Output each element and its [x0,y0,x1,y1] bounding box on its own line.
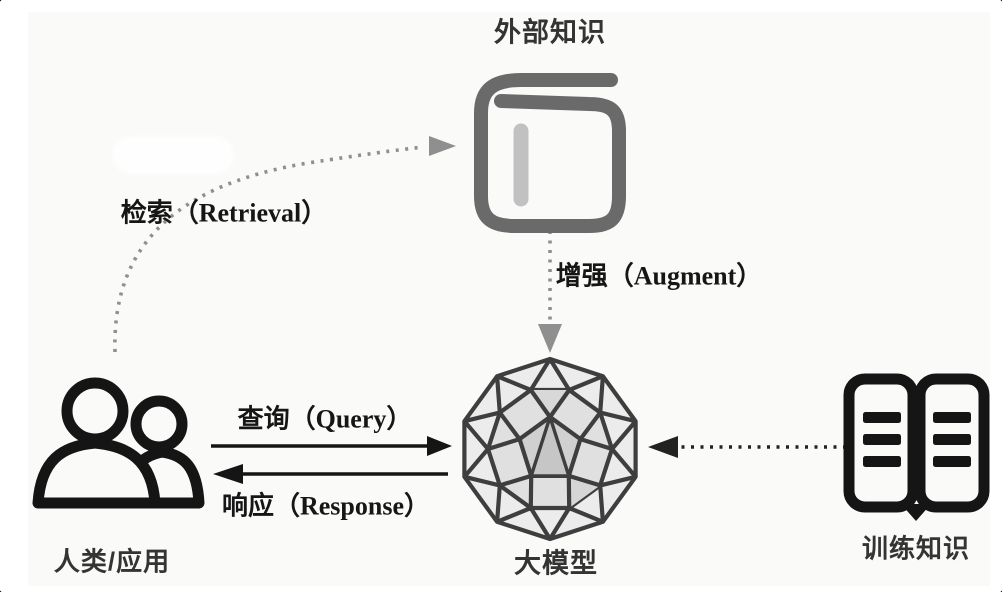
geodesic-sphere-icon [462,356,638,542]
query-arrow [211,436,452,456]
response-arrow [213,464,448,484]
retrieval-edge-label: 检索（Retrieval） [120,198,328,228]
closed-book-icon [474,73,626,233]
open-book-icon [843,373,990,521]
two-people-icon [32,377,205,509]
query-edge-label: 查询（Query） [237,404,413,434]
human-application-label: 人类/应用 [53,546,171,577]
training-arrow [648,436,846,458]
training-knowledge-label: 训练知识 [861,533,971,564]
response-edge-label: 响应（Response） [221,491,431,521]
retrieval-arrow [113,136,456,353]
large-model-label: 大模型 [514,548,598,579]
augment-edge-label: 增强（Augment） [555,261,763,291]
augment-arrow [538,231,562,353]
erased-watermark-blob [112,136,234,174]
external-knowledge-label: 外部知识 [494,17,606,48]
